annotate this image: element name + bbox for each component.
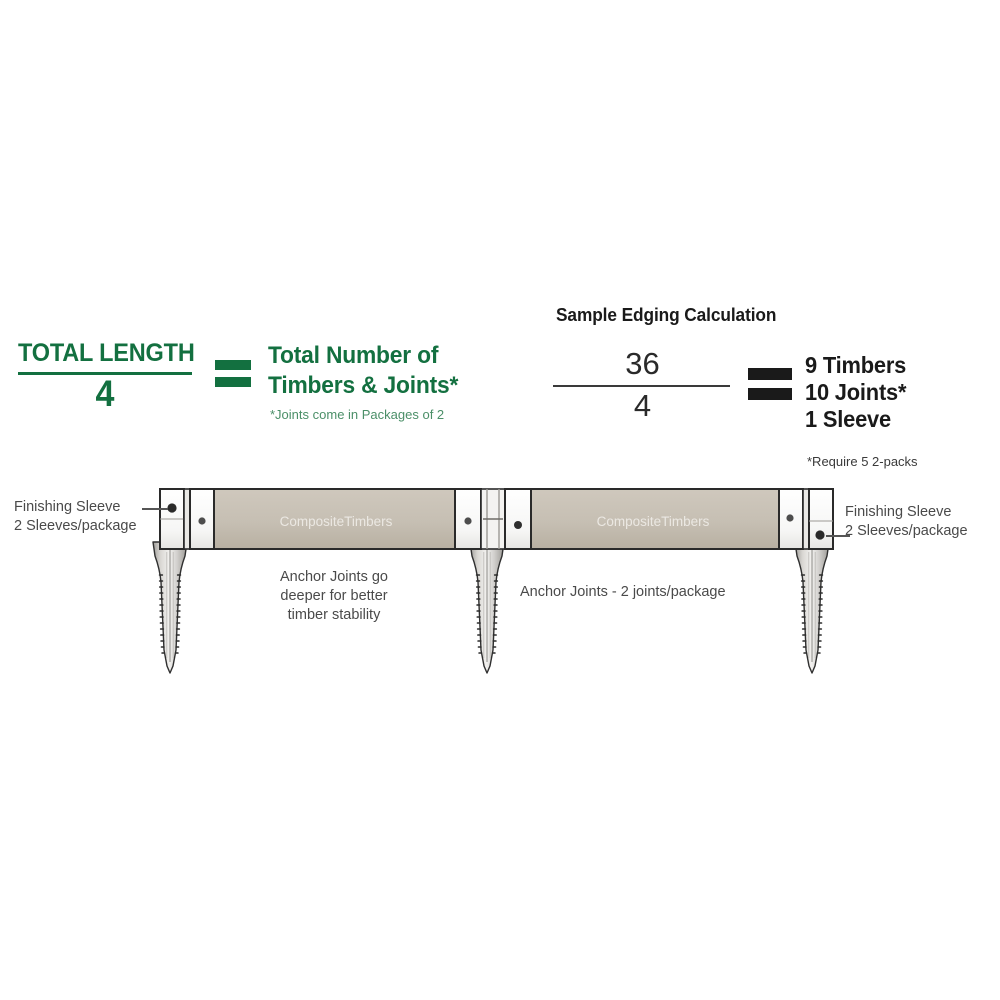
sample-numerator-value: 36 (625, 346, 660, 381)
joint-dot-left (464, 517, 472, 525)
callout-finishing-sleeve-left: Finishing Sleeve 2 Sleeves/package (14, 499, 137, 534)
note-anchor-joints-package: Anchor Joints - 2 joints/package (520, 584, 726, 600)
sleeve-fastener-dot-left (167, 503, 177, 513)
sample-calculation-title: Sample Edging Calculation (556, 305, 777, 325)
anchor-spike-middle (469, 541, 505, 674)
finishing-sleeve-left (159, 488, 215, 550)
note-anchor-joints-depth: Anchor Joints go deeper for better timbe… (279, 569, 388, 623)
timber-section-right: CompositeTimbers (520, 488, 780, 550)
callout-finishing-sleeve-right: Finishing Sleeve 2 Sleeves/package (845, 504, 968, 539)
sample-fraction-bar (553, 385, 730, 387)
timber-label-left: CompositeTimbers (280, 514, 393, 529)
callout-leader-line-right (826, 535, 850, 537)
sample-footnote: *Require 5 2-packs (807, 454, 918, 469)
anchor-spike-right (794, 541, 830, 674)
sample-result-label: 9 Timbers 10 Joints* 1 Sleeve (805, 352, 907, 432)
finishing-sleeve-right (778, 488, 834, 550)
anchor-joint-middle (454, 488, 532, 550)
formula-result-label: Total Number of Timbers & Joints* (268, 342, 459, 399)
formula-numerator-label: TOTAL LENGTH (18, 339, 195, 367)
timber-section-left: CompositeTimbers (192, 488, 464, 550)
timber-label-right: CompositeTimbers (597, 514, 710, 529)
formula-fraction-bar (18, 372, 192, 375)
formula-footnote: *Joints come in Packages of 2 (270, 407, 445, 422)
joint-dot-right (514, 521, 522, 529)
sleeve-inner-dot-left (198, 517, 206, 525)
equals-sign-icon (215, 360, 251, 387)
sleeve-inner-dot-right (786, 514, 794, 522)
formula-denominator-value: 4 (95, 373, 115, 414)
callout-leader-line-left (142, 508, 168, 510)
equals-sign-icon-black (748, 368, 792, 400)
sample-denominator-value: 4 (633, 388, 652, 423)
sleeve-fastener-dot-right (815, 530, 825, 540)
anchor-spike-left (152, 541, 188, 674)
